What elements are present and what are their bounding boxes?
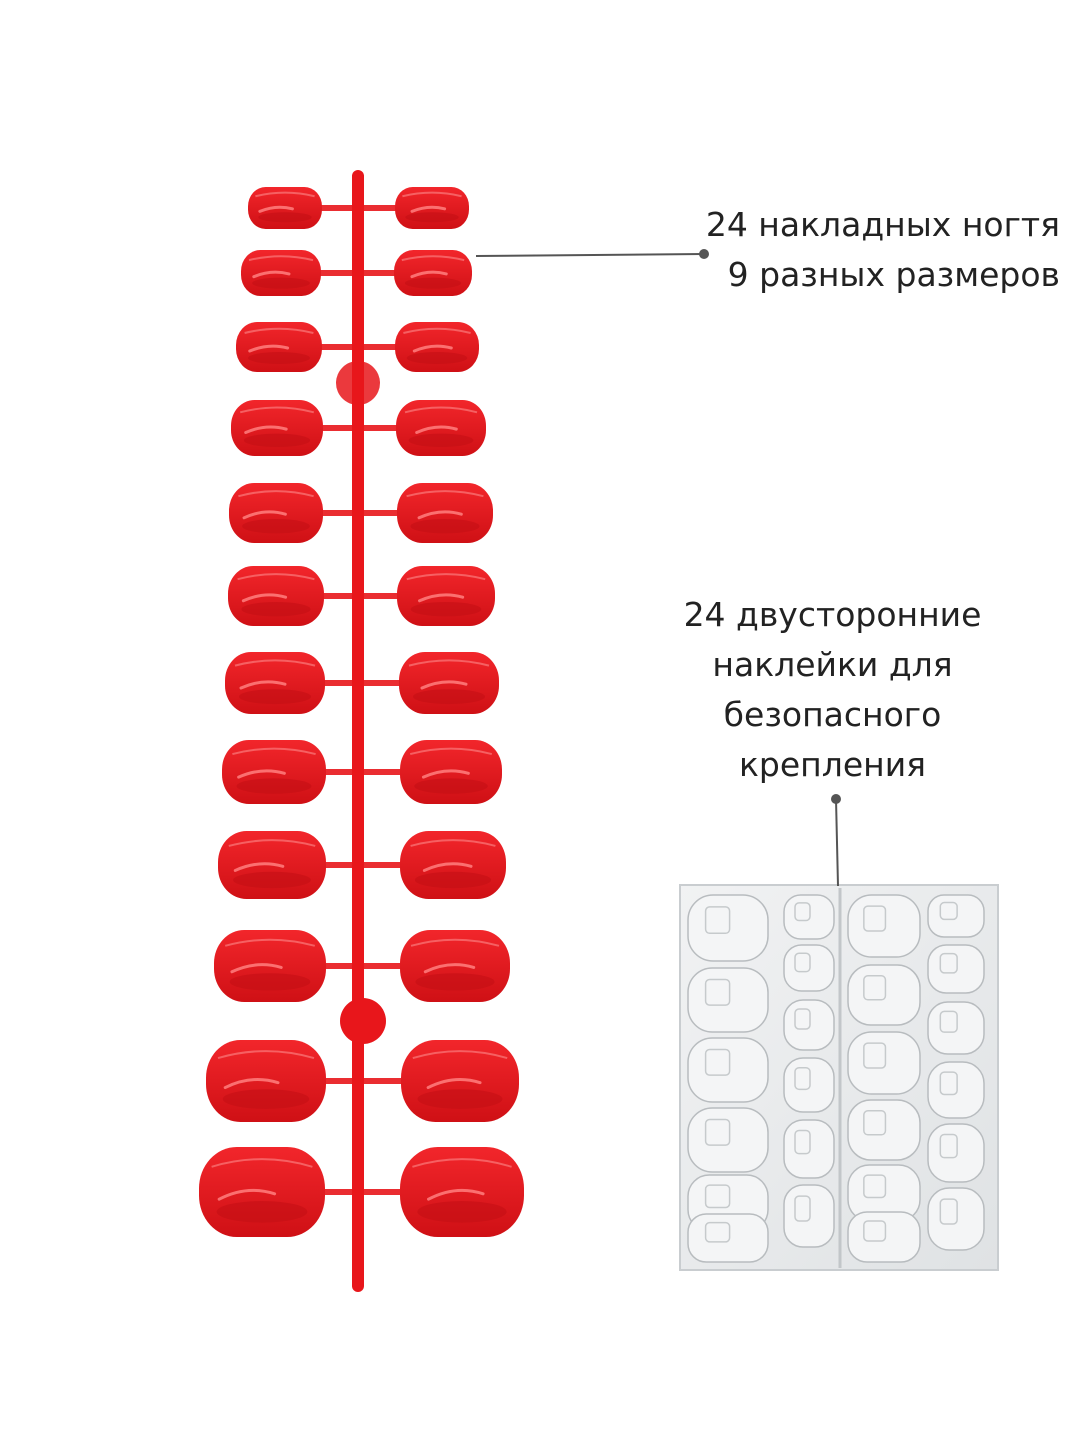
adhesive-sticker [927,1001,985,1055]
nails-caption-line-2: 9 разных размеров [727,255,1060,294]
sprue-gate [354,205,399,211]
adhesive-sticker [927,1123,985,1183]
nail-tip [400,1147,524,1237]
adhesive-sticker [927,944,985,994]
sprue-gate [317,270,362,276]
stickers-caption-line-3: безопасного [723,695,942,734]
sprue-gate [354,1189,404,1195]
adhesive-sticker [783,944,835,992]
callouts [475,249,841,887]
adhesive-sticker [783,999,835,1051]
stickers-callout-dot [831,794,841,804]
nail-tip [400,740,502,804]
adhesive-sticker [783,894,835,940]
nails-callout-dot [699,249,709,259]
nail-tip [214,930,326,1002]
adhesive-sticker [927,894,985,938]
nail-tip [206,1040,326,1122]
adhesive-sticker [847,1211,921,1263]
sprue-gate [318,344,362,350]
adhesive-sticker [687,1213,769,1263]
nail-tip [396,400,486,456]
sprue-gate [354,862,404,868]
nail-tip [397,483,493,543]
nail-tips [199,187,524,1237]
sprue-gate [354,593,401,599]
sprue-gate [322,769,362,775]
sprue-gate [322,862,362,868]
sprue-gate [354,425,400,431]
adhesive-sticker [687,894,769,962]
sprue-spine [352,170,364,1292]
adhesive-sticker [783,1057,835,1113]
sprue-gate [354,680,403,686]
adhesive-sticker-sheet [679,884,999,1271]
stickers-caption-line-2: наклейки для [712,645,953,684]
sprue-gate [322,963,362,969]
nail-tip [229,483,323,543]
sprue-gate [321,1189,362,1195]
adhesive-sticker [783,1184,835,1248]
adhesive-sticker [927,1061,985,1119]
adhesive-sticker [687,1107,769,1173]
stickers-caption-line-1: 24 двусторонние [683,595,982,634]
nail-tip [397,566,495,626]
adhesive-sticker [687,1037,769,1103]
nail-tip [222,740,326,804]
sprue-gate [354,769,404,775]
nail-tip [218,831,326,899]
nail-tip-sprue [317,170,405,1292]
nail-tip [231,400,323,456]
sprue-gate [320,593,362,599]
stickers-caption-line-4: крепления [738,745,927,784]
adhesive-sticker [847,964,921,1026]
sprue-tab [340,998,386,1044]
nails-caption-line-1: 24 накладных ногтя [705,205,1060,244]
adhesive-sticker [783,1119,835,1179]
sprue-gate [354,270,398,276]
nail-tip [236,322,322,372]
sprue-gate [318,205,362,211]
adhesive-sticker [847,1031,921,1095]
nail-tip [199,1147,325,1237]
adhesive-sticker [847,894,921,958]
adhesive-sticker [687,967,769,1033]
sprue-gate [322,1078,362,1084]
sprue-gate [321,680,362,686]
nails-caption: 24 накладных ногтя 9 разных размеров [700,200,1060,300]
sprue-gate [319,425,362,431]
stickers-caption: 24 двусторонние наклейки для безопасного… [660,590,1005,790]
nail-tip [401,1040,519,1122]
stickers-callout-line [835,798,839,887]
adhesive-sticker [847,1099,921,1161]
nail-tip [399,652,499,714]
nail-tip [394,250,472,296]
nail-tip [241,250,321,296]
sprue-gate [319,510,362,516]
nail-tip [225,652,325,714]
nail-tip [228,566,324,626]
nail-tip [400,831,506,899]
adhesive-sticker [927,1187,985,1251]
nail-tip [395,187,469,229]
nail-tip [395,322,479,372]
sprue-gate [354,1078,405,1084]
nail-tip [248,187,322,229]
nail-tip [400,930,510,1002]
sprue-gate [354,344,399,350]
sprue-gate [354,510,401,516]
sprue-gate [354,963,404,969]
nails-callout-line [475,253,705,257]
sprue-tab [336,361,380,405]
